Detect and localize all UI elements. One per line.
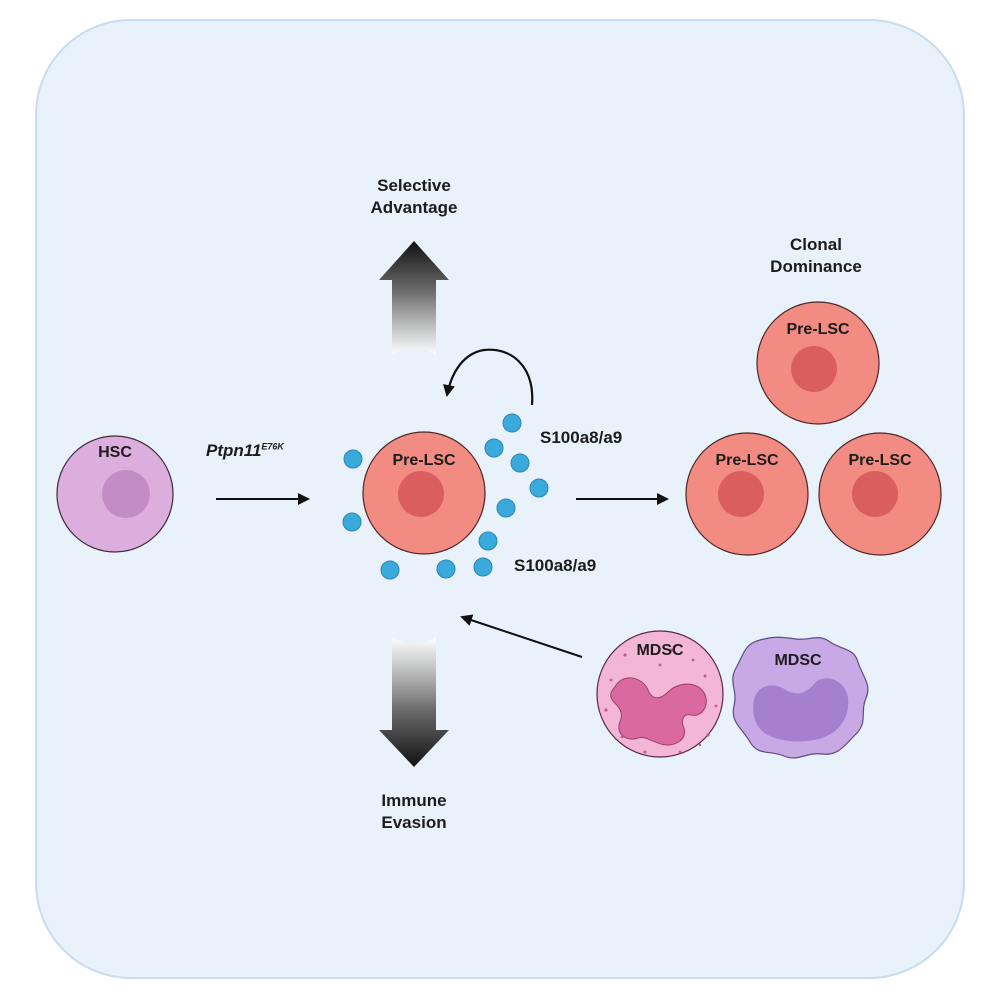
immune-label-line1: Immune (381, 791, 447, 810)
s100-dot (510, 453, 530, 473)
mdsc-monocytic-nucleus (753, 678, 849, 742)
mdsc-arrow (460, 614, 583, 658)
selective-label-line2: Advantage (370, 198, 458, 218)
hsc-label: HSC (98, 444, 132, 461)
mdsc-monocytic-label: MDSC (774, 652, 822, 669)
pre-lsc-top-nucleus (791, 346, 837, 392)
s100-dot (436, 559, 456, 579)
pre-lsc-center-label: Pre-LSC (392, 452, 456, 469)
s100-dot (380, 560, 400, 580)
pre-lsc-right-nucleus (852, 471, 898, 517)
selective-label-line1: Selective (377, 176, 451, 195)
self-renewal-arrow (443, 348, 534, 406)
s100-dot (496, 498, 516, 518)
pre-lsc-center-nucleus (398, 471, 444, 517)
immune-evasion-arrow (379, 637, 449, 767)
s100-dot (484, 438, 504, 458)
s100-dot (342, 512, 362, 532)
s100-dot (529, 478, 549, 498)
mdsc-granulocytic-nucleus (610, 677, 707, 746)
s100-upper-label: S100a8/a9 (540, 428, 623, 447)
background-panel (35, 19, 965, 979)
pre-lsc-left-cell (685, 432, 809, 556)
clonal-label-line2: Dominance (770, 257, 862, 277)
s100-dot (473, 557, 493, 577)
s100-dots (342, 413, 549, 580)
pre-lsc-top-cell (756, 301, 880, 425)
mdsc-granulocytic-label: MDSC (636, 642, 684, 659)
pre-lsc-right-cell (818, 432, 942, 556)
pre-lsc-top-label: Pre-LSC (786, 321, 850, 338)
s100-lower-label: S100a8/a9 (514, 556, 597, 575)
mdsc-monocytic-cell (732, 636, 869, 759)
s100-dot (502, 413, 522, 433)
mdsc-granules (604, 646, 718, 754)
pre-lsc-right-label: Pre-LSC (848, 452, 912, 469)
ptpn11-gene: Ptpn11 (206, 441, 262, 460)
selective-advantage-label: Selective Advantage (354, 175, 474, 219)
immune-label-line2: Evasion (381, 813, 447, 833)
s100-dot (343, 449, 363, 469)
hsc-cell (56, 435, 174, 553)
pre-lsc-left-nucleus (718, 471, 764, 517)
ptpn11-label: Ptpn11E76K (206, 440, 284, 462)
ptpn11-mutation: E76K (261, 441, 284, 452)
s100-dot (478, 531, 498, 551)
immune-evasion-label: Immune Evasion (354, 790, 474, 834)
selective-advantage-arrow (379, 241, 449, 355)
pre-lsc-left-label: Pre-LSC (715, 452, 779, 469)
clonal-label-line1: Clonal (790, 235, 842, 254)
hsc-nucleus (102, 470, 150, 518)
clonal-dominance-label: Clonal Dominance (756, 234, 876, 278)
pre-lsc-center-cell (362, 431, 486, 555)
mdsc-granulocytic-cell (596, 630, 724, 758)
